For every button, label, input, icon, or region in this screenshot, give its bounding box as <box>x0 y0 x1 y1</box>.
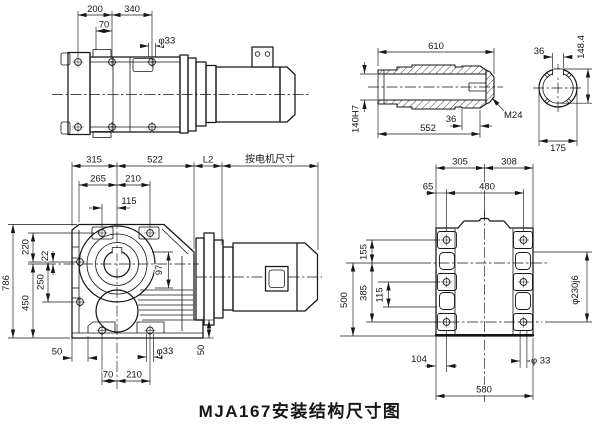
housing-boss <box>92 131 112 138</box>
dim-back-500: 500 <box>339 292 350 308</box>
dim-back-115: 115 <box>375 287 386 302</box>
housing-boss <box>92 49 112 58</box>
mounting-lug <box>60 52 71 66</box>
terminal-box <box>264 265 289 292</box>
motor-end-cap <box>279 66 296 123</box>
dim-front-786: 786 <box>1 275 12 291</box>
output-boss-circle <box>78 225 156 303</box>
shaft-end-plug <box>485 69 495 105</box>
dim-shaft-m24: M24 <box>504 110 522 121</box>
terminal-box-hole <box>264 51 271 57</box>
dim-back-104: 104 <box>411 354 427 365</box>
back-view: 305 308 65 480 155 385 115 500 φ230j6 10… <box>338 155 592 402</box>
dim-back-580: 580 <box>476 385 492 396</box>
dim-end-36: 36 <box>534 46 545 57</box>
rim-hatch-marks <box>543 71 573 105</box>
dim-shaft-bore: 140H7 <box>351 105 362 133</box>
dim-front-220: 220 <box>21 239 32 255</box>
dim-back-spigot: φ230j6 <box>570 275 581 304</box>
terminal-box <box>251 46 274 68</box>
dim-top-340: 340 <box>124 4 140 15</box>
shaft-end-view: 36 148.4 175 <box>532 34 592 155</box>
lower-shaft-circle <box>95 289 139 333</box>
dim-front-motor-size: 按电机尺寸 <box>245 153 295 166</box>
dim-front-115: 115 <box>121 196 136 207</box>
front-view: 315 522 L2 按电机尺寸 265 210 115 786 220 450… <box>0 151 322 389</box>
dim-back-dia33: φ 33 <box>531 356 550 367</box>
gear-housing-outline <box>71 223 204 339</box>
dim-shaft-610: 610 <box>428 41 444 52</box>
dim-top-200: 200 <box>87 4 103 15</box>
dim-front-522: 522 <box>147 155 163 166</box>
motor-body <box>232 242 298 312</box>
dim-back-155: 155 <box>359 244 370 260</box>
mounting-lug <box>60 121 71 135</box>
foot-pad <box>136 321 165 333</box>
dim-back-308: 308 <box>501 157 517 168</box>
dim-end-175: 175 <box>550 143 566 154</box>
dim-front-50-right: 50 <box>196 345 207 356</box>
dim-back-65: 65 <box>423 182 434 193</box>
dim-front-250: 250 <box>36 274 47 290</box>
terminal-box-hole <box>254 51 261 57</box>
output-keyway <box>111 247 123 254</box>
motor-end-cap <box>296 242 319 312</box>
dim-back-480: 480 <box>479 182 495 193</box>
dim-back-385: 385 <box>359 285 370 301</box>
dim-front-265: 265 <box>90 174 106 185</box>
dim-front-50-left: 50 <box>52 347 63 358</box>
top-view: 200 340 70 φ33 <box>52 3 310 138</box>
keyway-slot <box>552 69 564 76</box>
dim-front-70: 70 <box>103 370 114 381</box>
dim-top-70: 70 <box>99 20 110 31</box>
shaft-section-view: M24 610 552 36 140H7 <box>349 40 524 138</box>
dim-top-dia33: φ33 <box>159 36 176 47</box>
dim-front-l2: L2 <box>203 155 214 166</box>
cooling-ribs <box>138 289 193 321</box>
dim-front-210-bottom: 210 <box>126 370 142 381</box>
dim-front-315: 315 <box>86 155 102 166</box>
foot-pad <box>87 321 116 333</box>
dim-front-dia33: φ33 <box>157 346 174 357</box>
dim-shaft-552: 552 <box>420 123 436 134</box>
dim-shaft-36: 36 <box>446 114 457 125</box>
drawing-title: MJA167安装结构尺寸图 <box>199 401 402 421</box>
dim-back-305: 305 <box>452 157 468 168</box>
dim-front-97: 97 <box>154 265 165 276</box>
dim-front-450: 450 <box>21 295 32 311</box>
dim-front-210-top: 210 <box>125 174 141 185</box>
dim-front-22: 22 <box>40 251 51 262</box>
dim-end-148-4: 148.4 <box>576 35 587 59</box>
